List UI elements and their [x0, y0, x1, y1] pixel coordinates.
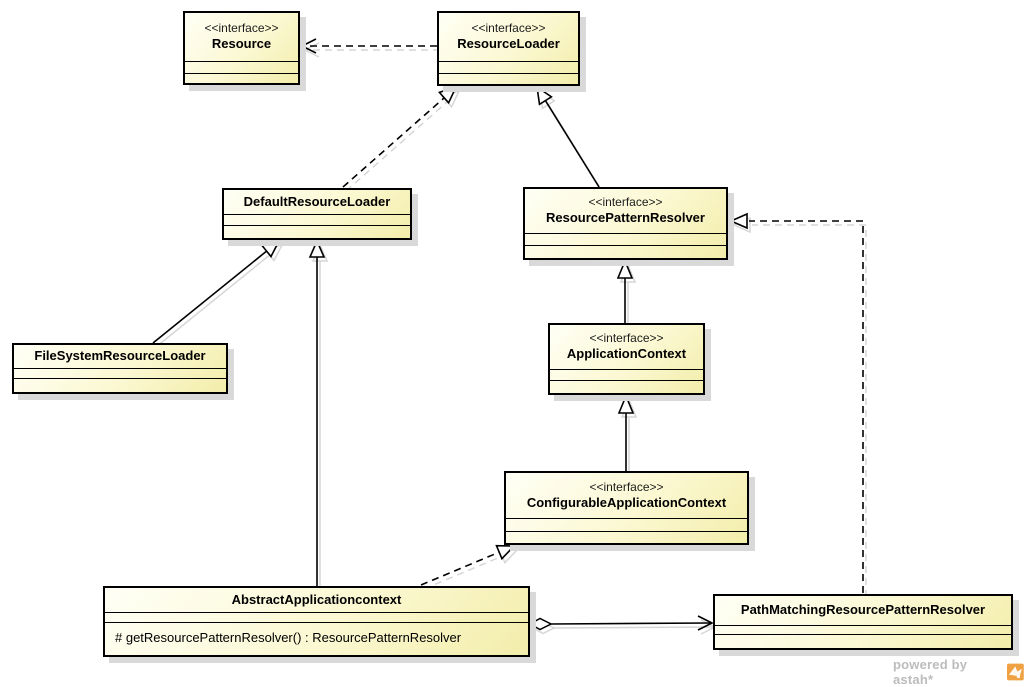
- class-box-configurableapplicationcontext[interactable]: <<interface>> ConfigurableApplicationCon…: [504, 471, 749, 545]
- name-compartment: <<interface>> ResourceLoader: [439, 13, 578, 61]
- class-box-resourcepatternresolver[interactable]: <<interface>> ResourcePatternResolver: [523, 187, 728, 260]
- aggregation-abstractapplicationcontext-to-pathmatchingresourcepatternresolver-edge[interactable]: [528, 615, 714, 631]
- hollow-triangle-arrowhead: [308, 239, 326, 258]
- edge-shadows: [155, 42, 867, 635]
- dependency-resourceloader-to-resource-edge[interactable]: [300, 38, 437, 54]
- generalization-applicationcontext-to-resourcepatternresolver-edge[interactable]: [616, 258, 634, 323]
- realization-pathmatchingresourcepatternresolver-to-resourcepatternresolver-edge[interactable]: [729, 212, 864, 593]
- astah-logo-icon: [1007, 663, 1024, 681]
- name-compartment: FileSystemResourceLoader: [14, 345, 226, 368]
- attributes-compartment: [506, 518, 747, 531]
- generalization-resourcepatternresolver-to-resourceloader-edge[interactable]: [535, 85, 600, 188]
- operation-label: # getResourcePatternResolver() : Resourc…: [115, 630, 462, 645]
- generalization-abstractapplicationcontext-to-defaultresourceloader-edge[interactable]: [308, 239, 326, 586]
- class-name-label: FileSystemResourceLoader: [34, 348, 206, 364]
- class-box-defaultresourceloader[interactable]: DefaultResourceLoader: [222, 188, 412, 240]
- operations-compartment: # getResourcePatternResolver() : Resourc…: [105, 622, 528, 655]
- stereotype-label: <<interface>>: [589, 479, 664, 494]
- operations-compartment: [550, 380, 703, 393]
- stereotype-label: <<interface>>: [588, 195, 663, 210]
- realization-abstractapplicationcontext-to-configurableapplicationcontext-edge[interactable]: [420, 544, 516, 586]
- operations-compartment: [14, 378, 226, 392]
- class-box-abstractapplicationcontext[interactable]: AbstractApplicationcontext # getResource…: [103, 586, 530, 657]
- stereotype-label: <<interface>>: [204, 21, 279, 36]
- class-box-applicationcontext[interactable]: <<interface>> ApplicationContext: [548, 323, 705, 395]
- class-name-label: Resource: [211, 36, 272, 52]
- name-compartment: AbstractApplicationcontext: [105, 588, 528, 612]
- watermark-label: powered by astah*: [893, 657, 968, 687]
- hollow-triangle-arrowhead: [437, 85, 458, 105]
- hollow-triangle-arrowhead: [260, 239, 281, 258]
- hollow-triangle-arrowhead: [535, 85, 553, 106]
- hollow-triangle-arrowhead: [495, 544, 516, 561]
- operations-compartment: [715, 634, 1011, 648]
- name-compartment: PathMatchingResourcePatternResolver: [715, 596, 1011, 625]
- astah-watermark: powered by astah*: [893, 657, 1024, 687]
- open-arrowhead: [300, 38, 317, 54]
- attributes-compartment: [105, 612, 528, 622]
- class-box-resource[interactable]: <<interface>> Resource: [183, 11, 300, 85]
- attributes-compartment: [185, 61, 298, 73]
- attributes-compartment: [715, 625, 1011, 634]
- class-box-pathmatchingresourcepatternresolver[interactable]: PathMatchingResourcePatternResolver: [713, 594, 1013, 650]
- name-compartment: <<interface>> ConfigurableApplicationCon…: [506, 473, 747, 518]
- generalization-filesystemresourceloader-to-defaultresourceloader-edge[interactable]: [152, 239, 281, 344]
- stereotype-label: <<interface>>: [471, 21, 546, 36]
- attributes-compartment: [14, 368, 226, 378]
- name-compartment: DefaultResourceLoader: [224, 190, 410, 214]
- generalization-configurableapplicationcontext-to-applicationcontext-edge[interactable]: [617, 393, 635, 471]
- operations-compartment: [506, 531, 747, 543]
- attributes-compartment: [439, 61, 578, 73]
- class-box-filesystemresourceloader[interactable]: FileSystemResourceLoader: [12, 343, 228, 394]
- name-compartment: <<interface>> Resource: [185, 13, 298, 61]
- operations-compartment: [224, 225, 410, 238]
- class-name-label: DefaultResourceLoader: [243, 193, 391, 209]
- operations-compartment: [439, 73, 578, 84]
- open-arrowhead: [697, 615, 714, 631]
- class-name-label: PathMatchingResourcePatternResolver: [740, 602, 986, 618]
- class-name-label: ApplicationContext: [566, 346, 687, 362]
- operations-compartment: [185, 73, 298, 83]
- name-compartment: <<interface>> ApplicationContext: [550, 325, 703, 369]
- class-name-label: ResourceLoader: [457, 36, 560, 52]
- class-name-label: AbstractApplicationcontext: [231, 591, 402, 607]
- operations-compartment: [525, 245, 726, 258]
- class-box-resourceloader[interactable]: <<interface>> ResourceLoader: [437, 11, 580, 86]
- attributes-compartment: [550, 369, 703, 380]
- hollow-triangle-arrowhead: [729, 212, 748, 230]
- attributes-compartment: [224, 214, 410, 225]
- name-compartment: <<interface>> ResourcePatternResolver: [525, 189, 726, 233]
- class-name-label: ConfigurableApplicationContext: [526, 494, 727, 510]
- stereotype-label: <<interface>>: [589, 331, 664, 346]
- realization-defaultresourceloader-to-resourceloader-edge[interactable]: [342, 85, 458, 188]
- class-name-label: ResourcePatternResolver: [546, 210, 705, 226]
- attributes-compartment: [525, 233, 726, 245]
- hollow-triangle-arrowhead: [617, 393, 635, 414]
- hollow-triangle-arrowhead: [616, 258, 634, 279]
